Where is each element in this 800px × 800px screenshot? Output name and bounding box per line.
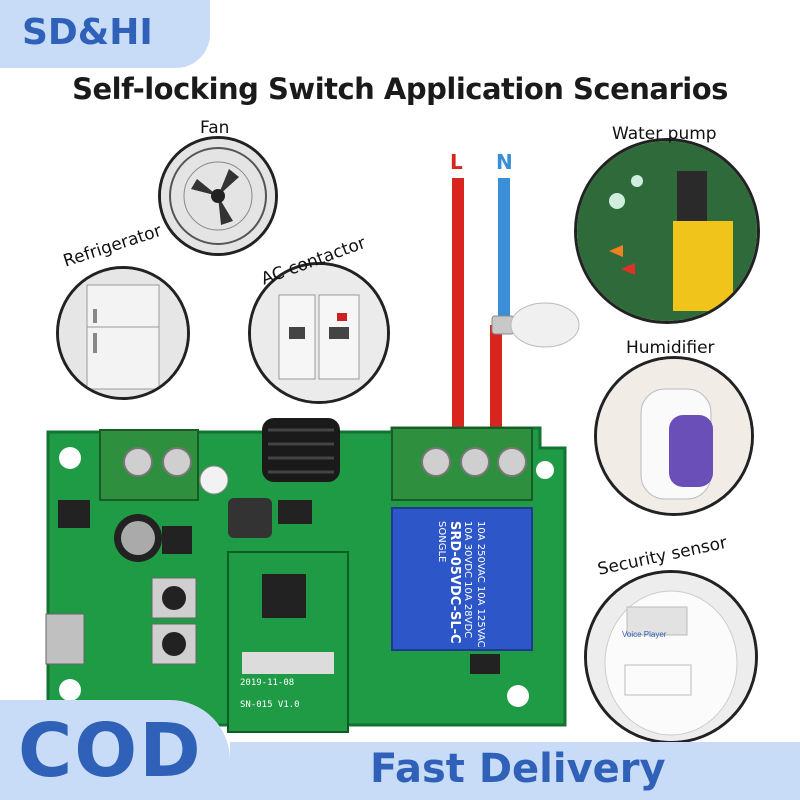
left-terminal-block bbox=[99, 429, 199, 501]
neutral-wire bbox=[498, 178, 510, 328]
module-date: 2019-11-08 bbox=[240, 678, 295, 688]
regulator-chip bbox=[58, 500, 90, 528]
relay-model: SRD-05VDC-SL-C bbox=[447, 521, 462, 644]
relay-label: 10A 250VAC 10A 125VAC 10A 30VDC 10A 28VD… bbox=[435, 521, 487, 651]
light-bulb-icon bbox=[491, 302, 580, 348]
sensor-panel-label: Voice Player bbox=[622, 630, 667, 639]
relay-rating-1: 10A 250VAC 10A 125VAC bbox=[475, 521, 486, 648]
fan-label: Fan bbox=[200, 118, 230, 138]
switched-wire bbox=[490, 325, 502, 438]
security-sensor-icon bbox=[587, 573, 755, 741]
relay bbox=[391, 507, 533, 651]
humidifier-icon bbox=[597, 359, 751, 513]
module-code: SN-015 V1.0 bbox=[240, 700, 300, 710]
cod-text: COD bbox=[18, 708, 203, 794]
live-wire bbox=[452, 178, 464, 438]
security-sensor-scenario bbox=[584, 570, 758, 744]
brand-name: SD&HI bbox=[22, 12, 153, 53]
water-pump-label: Water pump bbox=[612, 124, 717, 144]
refrigerator-icon bbox=[59, 269, 187, 397]
fan-scenario bbox=[158, 136, 278, 256]
fast-delivery-text: Fast Delivery bbox=[370, 746, 666, 792]
ac-contactor-scenario bbox=[248, 262, 390, 404]
smd-chip-2 bbox=[278, 500, 312, 524]
micro-usb-port bbox=[45, 613, 85, 665]
page-title: Self-locking Switch Application Scenario… bbox=[72, 72, 728, 106]
right-terminal-block bbox=[391, 427, 533, 501]
contactor-icon bbox=[251, 265, 387, 401]
wifi-module bbox=[227, 551, 349, 733]
humidifier-label: Humidifier bbox=[626, 338, 715, 358]
live-wire-label: L bbox=[450, 150, 463, 174]
antenna-coil bbox=[262, 418, 340, 482]
fan-icon bbox=[161, 139, 275, 253]
neutral-wire-label: N bbox=[496, 150, 513, 174]
water-pump-icon bbox=[577, 141, 757, 321]
push-button-1 bbox=[151, 577, 197, 619]
crystal bbox=[199, 465, 229, 495]
cod-banner bbox=[0, 700, 230, 800]
humidifier-scenario bbox=[594, 356, 754, 516]
water-pump-scenario bbox=[574, 138, 760, 324]
diode bbox=[470, 654, 500, 674]
relay-rating-2: 10A 30VDC 10A 28VDC bbox=[462, 521, 473, 639]
push-button-2 bbox=[151, 623, 197, 665]
refrigerator-scenario bbox=[56, 266, 190, 400]
capacitor bbox=[114, 514, 162, 562]
inductor bbox=[228, 498, 272, 538]
smd-chip bbox=[162, 526, 192, 554]
delivery-banner bbox=[230, 742, 800, 800]
brand-banner: SD&HI bbox=[0, 0, 210, 68]
